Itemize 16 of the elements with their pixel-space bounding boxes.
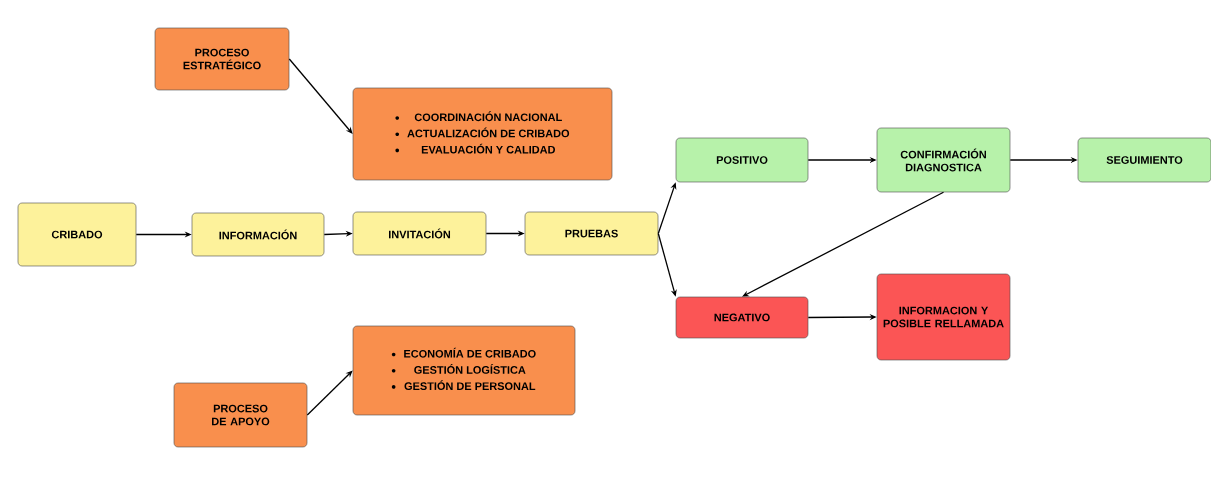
arrow: [288, 58, 353, 134]
process-box: PRUEBAS: [524, 211, 659, 256]
process-box: PROCESO ESTRATÉGICO: [154, 27, 290, 91]
process-box: PROCESO DE APOYO: [173, 382, 308, 448]
arrow: [742, 191, 945, 297]
process-box: CRIBADO: [17, 202, 137, 267]
arrow: [306, 370, 353, 416]
process-box: INVITACIÓN: [352, 211, 487, 256]
bullet-list-box: COORDINACIÓN NACIONAL ACTUALIZACIÓN DE CRIBADO EVALUACIÓN Y CALIDAD: [352, 87, 613, 181]
process-box: POSITIVO: [675, 137, 809, 183]
process-box: CONFIRMACIÓN DIAGNOSTICA: [876, 127, 1011, 193]
process-box: INFORMACIÓN: [191, 212, 325, 257]
process-box: INFORMACION Y POSIBLE RELLAMADA: [876, 273, 1011, 361]
process-box: SEGUIMIENTO: [1077, 137, 1211, 183]
bullet-list-box: ECONOMÍA DE CRIBADO GESTIÓN LOGÍSTICA GESTIÓN DE PERSONAL: [352, 325, 576, 416]
process-box: NEGATIVO: [675, 296, 809, 339]
